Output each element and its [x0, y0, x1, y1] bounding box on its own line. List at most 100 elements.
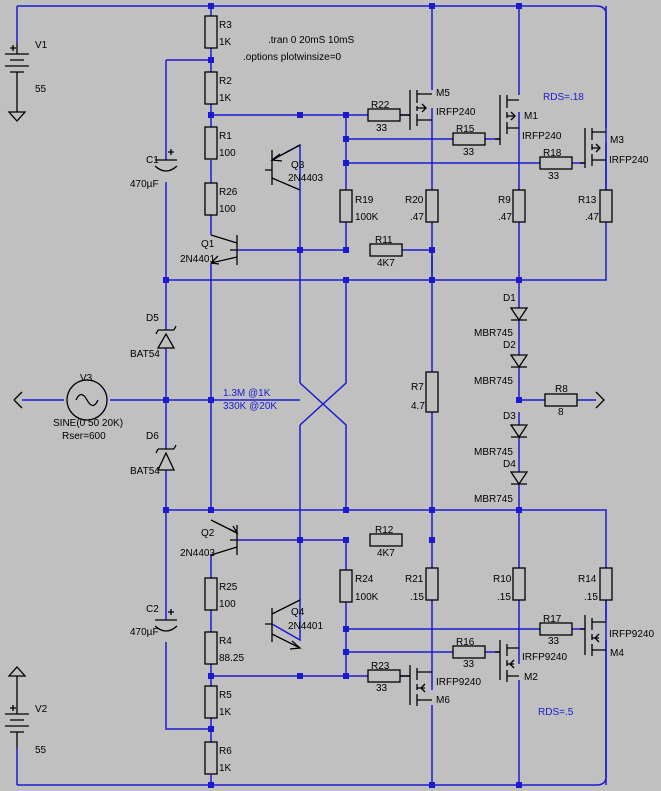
svg-text:55: 55: [35, 84, 47, 95]
resistor-r16: [452, 645, 486, 659]
svg-text:IRFP240: IRFP240: [522, 131, 562, 142]
svg-text:.47: .47: [410, 212, 424, 223]
mosfet-m3: [580, 128, 606, 168]
capacitor-c1: [154, 149, 178, 172]
resistor-r21: [425, 567, 439, 601]
svg-text:R1: R1: [219, 131, 232, 142]
svg-text:4K7: 4K7: [377, 258, 395, 269]
svg-text:100K: 100K: [355, 212, 379, 223]
svg-text:R6: R6: [219, 746, 232, 757]
impedance-note-20k: 330K @20K: [223, 401, 277, 412]
svg-text:D1: D1: [503, 293, 516, 304]
svg-text:R20: R20: [405, 195, 424, 206]
svg-text:100K: 100K: [355, 592, 379, 603]
svg-text:C2: C2: [146, 604, 159, 615]
svg-text:IRFP240: IRFP240: [436, 107, 476, 118]
svg-text:M5: M5: [436, 88, 450, 99]
transistor-q4: [265, 599, 302, 650]
svg-text:IRFP9240: IRFP9240: [609, 629, 654, 640]
resistors: [204, 15, 613, 775]
resistor-r18: [539, 156, 573, 170]
svg-text:100: 100: [219, 204, 236, 215]
svg-text:V1: V1: [35, 40, 48, 51]
diode-d4: [509, 471, 529, 486]
svg-text:R2: R2: [219, 76, 232, 87]
svg-text:SINE(0 50 20K): SINE(0 50 20K): [53, 418, 123, 429]
m1-rds-note: RDS=.18: [543, 92, 584, 103]
svg-text:MBR745: MBR745: [474, 447, 513, 458]
svg-text:M2: M2: [524, 672, 538, 683]
mosfet-m4: [580, 615, 606, 656]
diode-d1: [509, 307, 529, 322]
svg-text:V3: V3: [80, 373, 93, 384]
resistor-r20: [425, 189, 439, 223]
svg-text:Q1: Q1: [201, 239, 215, 250]
svg-text:55: 55: [35, 745, 47, 756]
svg-text:R25: R25: [219, 582, 238, 593]
svg-text:D4: D4: [503, 459, 516, 470]
svg-text:R16: R16: [456, 637, 475, 648]
svg-text:R12: R12: [375, 525, 394, 536]
svg-text:33: 33: [376, 123, 388, 134]
resistor-r17: [539, 622, 573, 636]
svg-text:R5: R5: [219, 690, 232, 701]
svg-text:8: 8: [558, 407, 564, 418]
svg-text:R7: R7: [411, 382, 424, 393]
diode-d5: [155, 325, 177, 349]
svg-text:R22: R22: [371, 100, 390, 111]
svg-text:1K: 1K: [219, 763, 232, 774]
svg-text:BAT54: BAT54: [130, 466, 160, 477]
svg-text:R21: R21: [405, 574, 424, 585]
svg-text:1K: 1K: [219, 707, 232, 718]
svg-text:D3: D3: [503, 411, 516, 422]
svg-text:MBR745: MBR745: [474, 328, 513, 339]
svg-text:C1: C1: [146, 155, 159, 166]
diode-d3: [509, 424, 529, 439]
svg-text:R11: R11: [375, 235, 393, 246]
svg-text:Rser=600: Rser=600: [62, 431, 106, 442]
svg-text:IRFP9240: IRFP9240: [522, 652, 567, 663]
svg-text:R13: R13: [578, 195, 597, 206]
svg-text:4.7: 4.7: [411, 401, 425, 412]
svg-text:4K7: 4K7: [377, 548, 395, 559]
svg-text:100: 100: [219, 148, 236, 159]
output-port-icon: [595, 391, 605, 409]
m4-rds-note: RDS=.5: [538, 707, 574, 718]
svg-text:D2: D2: [503, 340, 516, 351]
resistor-r10: [512, 567, 526, 601]
svg-text:R26: R26: [219, 187, 238, 198]
svg-text:R10: R10: [493, 574, 512, 585]
svg-text:470µF: 470µF: [130, 179, 159, 190]
resistor-r1: [204, 126, 218, 160]
svg-text:MBR745: MBR745: [474, 494, 513, 505]
transistor-q2: [210, 519, 239, 556]
svg-text:R9: R9: [498, 195, 511, 206]
resistor-r5: [204, 685, 218, 719]
svg-text:.47: .47: [498, 212, 512, 223]
svg-text:100: 100: [219, 599, 236, 610]
svg-text:2N4401: 2N4401: [180, 254, 215, 265]
svg-text:Q2: Q2: [201, 528, 215, 539]
svg-text:D5: D5: [146, 313, 159, 324]
resistor-r6: [204, 741, 218, 775]
svg-text:MBR745: MBR745: [474, 376, 513, 387]
options-directive: .options plotwinsize=0: [243, 52, 342, 63]
svg-text:D6: D6: [146, 431, 159, 442]
resistor-r12: [369, 533, 403, 547]
svg-text:1K: 1K: [219, 93, 232, 104]
svg-text:33: 33: [463, 659, 475, 670]
svg-text:R14: R14: [578, 574, 597, 585]
resistor-r11: [369, 243, 403, 257]
svg-text:1K: 1K: [219, 37, 232, 48]
resistor-r26: [204, 182, 218, 216]
svg-text:IRFP9240: IRFP9240: [436, 677, 481, 688]
svg-text:.47: .47: [585, 212, 599, 223]
source-v1: [5, 44, 29, 122]
transistor-q1: [210, 234, 238, 265]
svg-text:.15: .15: [410, 592, 424, 603]
svg-text:470µF: 470µF: [130, 627, 159, 638]
svg-text:Q4: Q4: [291, 607, 305, 618]
svg-text:2N4403: 2N4403: [180, 548, 215, 559]
wires: [16, 5, 607, 786]
